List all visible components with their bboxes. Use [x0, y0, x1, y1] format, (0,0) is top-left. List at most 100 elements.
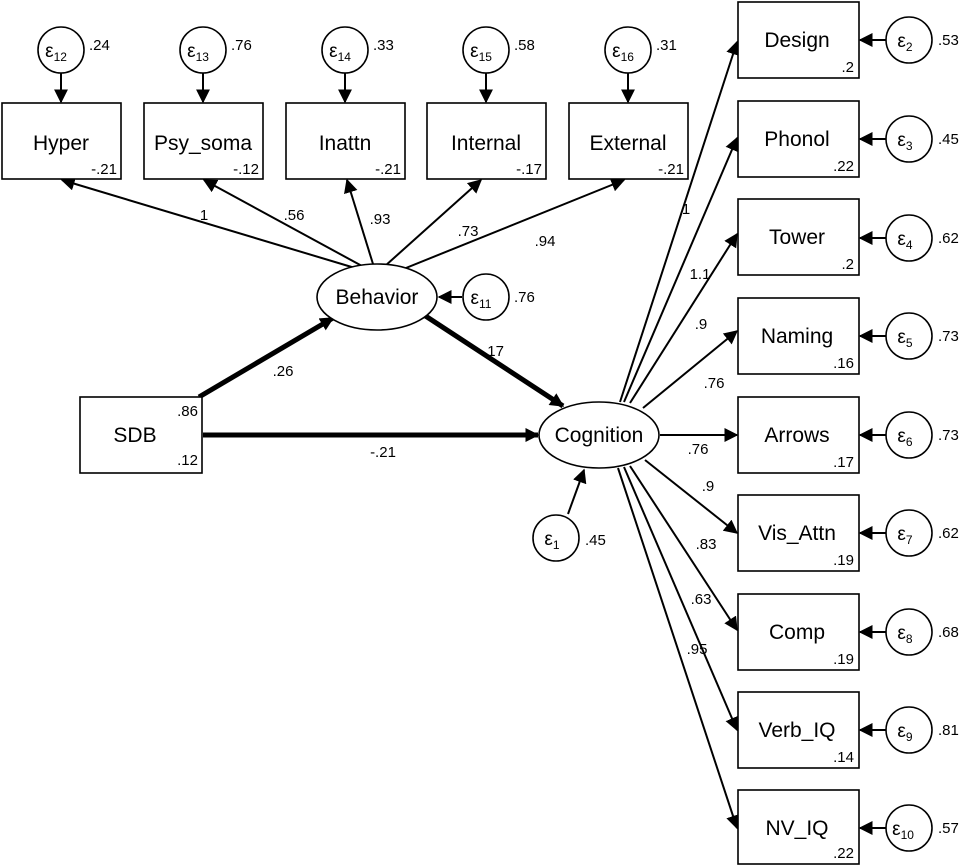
path-cognition-vis-attn [644, 459, 739, 534]
error-e4-variance: .62 [938, 230, 959, 247]
path-cognition-tower [629, 232, 738, 404]
error-e15-symbol: ε15 [470, 41, 492, 64]
node-phonol-intercept: .22 [833, 158, 854, 175]
path-sdb-behavior [197, 315, 335, 400]
path-cognition-nv-iq [617, 467, 740, 830]
error-e10: ε10 .57 [885, 804, 959, 852]
node-naming-label: Naming [761, 325, 833, 348]
error-e8: ε8 .68 [885, 608, 959, 656]
node-internal: Internal -.17 [426, 102, 547, 180]
node-naming: Naming .16 [737, 297, 860, 375]
coef-sdb-behavior: .26 [273, 363, 294, 380]
node-vis-attn: Vis_Attn .19 [737, 494, 860, 572]
node-nv-iq-label: NV_IQ [765, 817, 828, 840]
error-e9-variance: .81 [938, 722, 959, 739]
path-behavior-inattn [344, 178, 374, 265]
node-sdb-variance: .86 [177, 403, 198, 420]
error-e7: ε7 .62 [885, 509, 959, 557]
node-comp: Comp .19 [737, 593, 860, 671]
error-e9-symbol: ε9 [897, 721, 912, 744]
error-e12: ε12 .24 [37, 26, 110, 74]
error-e14-symbol: ε14 [329, 41, 351, 64]
path-behavior-external [395, 178, 626, 273]
error-e8-symbol: ε8 [897, 623, 912, 646]
coef-cog-design: 1 [682, 201, 690, 218]
latent-behavior-label: Behavior [336, 286, 419, 309]
node-inattn: Inattn -.21 [285, 102, 406, 180]
path-cognition-design [619, 40, 740, 403]
coef-cog-comp: .83 [696, 536, 717, 553]
error-e4: ε4 .62 [885, 214, 959, 262]
error-e5: ε5 .73 [885, 312, 959, 360]
coefficient-labels: 1 .56 .93 .73 .94 .26 -.17 -.21 1 1.1 .9… [200, 201, 725, 658]
error-e2: ε2 .53 [885, 16, 959, 64]
error-e11: ε11 .76 [462, 273, 535, 321]
error-e13-variance: .76 [231, 37, 252, 54]
error-e3-variance: .45 [938, 131, 959, 148]
node-arrows-intercept: .17 [833, 454, 854, 471]
error-e6-variance: .73 [938, 427, 959, 444]
coef-beh-hyper: 1 [200, 207, 208, 224]
error-e4-symbol: ε4 [897, 229, 912, 252]
node-phonol-label: Phonol [764, 128, 829, 151]
latent-behavior: Behavior [316, 263, 438, 331]
node-internal-label: Internal [451, 132, 521, 155]
error-e13: ε13 .76 [179, 26, 252, 74]
error-e16: ε16 .31 [604, 26, 677, 74]
node-tower-intercept: .2 [841, 256, 854, 273]
path-behavior-hyper [60, 176, 356, 269]
node-tower-label: Tower [769, 226, 825, 249]
coef-cog-vis-attn: .9 [702, 478, 715, 495]
path-behavior-cognition [422, 312, 565, 409]
error-e5-symbol: ε5 [897, 327, 912, 350]
coef-beh-inattn: .93 [370, 211, 391, 228]
error-e3-symbol: ε3 [897, 130, 912, 153]
path-cognition-verb-iq [623, 466, 739, 732]
path-cognition-phonol [623, 136, 739, 403]
error-e13-symbol: ε13 [187, 41, 209, 64]
node-inattn-label: Inattn [319, 132, 372, 155]
node-comp-intercept: .19 [833, 651, 854, 668]
error-e16-variance: .31 [656, 37, 677, 54]
error-e15: ε15 .58 [462, 26, 535, 74]
coef-beh-internal: .73 [458, 223, 479, 240]
error-e1: ε1 .45 [532, 514, 606, 562]
node-phonol: Phonol .22 [737, 100, 860, 178]
error-e14: ε14 .33 [321, 26, 394, 74]
node-psy-soma: Psy_soma -.12 [143, 102, 264, 180]
coef-cog-naming: .76 [704, 375, 725, 392]
error-e2-symbol: ε2 [897, 31, 912, 54]
error-e1-variance: .45 [585, 532, 606, 549]
path-behavior-psy-soma [202, 179, 363, 267]
error-e8-variance: .68 [938, 624, 959, 641]
error-e7-symbol: ε7 [897, 524, 912, 547]
error-e1-symbol: ε1 [544, 529, 559, 552]
node-psy-soma-intercept: -.12 [233, 161, 259, 178]
node-hyper-label: Hyper [33, 132, 89, 155]
error-e16-symbol: ε16 [612, 41, 634, 64]
coef-cog-tower: .9 [695, 316, 708, 333]
paths [54, 33, 886, 835]
coef-behavior-cognition: -.17 [478, 343, 504, 360]
error-e2-variance: .53 [938, 32, 959, 49]
coef-beh-external: .94 [535, 233, 556, 250]
node-external: External -.21 [568, 102, 689, 180]
node-design: Design .2 [737, 1, 860, 79]
error-e11-variance: .76 [514, 289, 535, 306]
node-sdb-mean: .12 [177, 452, 198, 469]
node-design-intercept: .2 [841, 59, 854, 76]
node-internal-intercept: -.17 [516, 161, 542, 178]
error-e14-variance: .33 [373, 37, 394, 54]
path-e1-cognition [567, 468, 587, 515]
node-sdb: SDB .86 .12 [79, 396, 203, 474]
latent-cognition: Cognition [538, 401, 660, 469]
node-external-label: External [589, 132, 666, 155]
coef-cog-nv-iq: .95 [687, 641, 708, 658]
latent-cognition-label: Cognition [555, 424, 644, 447]
node-external-intercept: -.21 [658, 161, 684, 178]
node-vis-attn-intercept: .19 [833, 552, 854, 569]
node-nv-iq-intercept: .22 [833, 845, 854, 862]
node-verb-iq-label: Verb_IQ [758, 719, 835, 742]
error-e15-variance: .58 [514, 37, 535, 54]
